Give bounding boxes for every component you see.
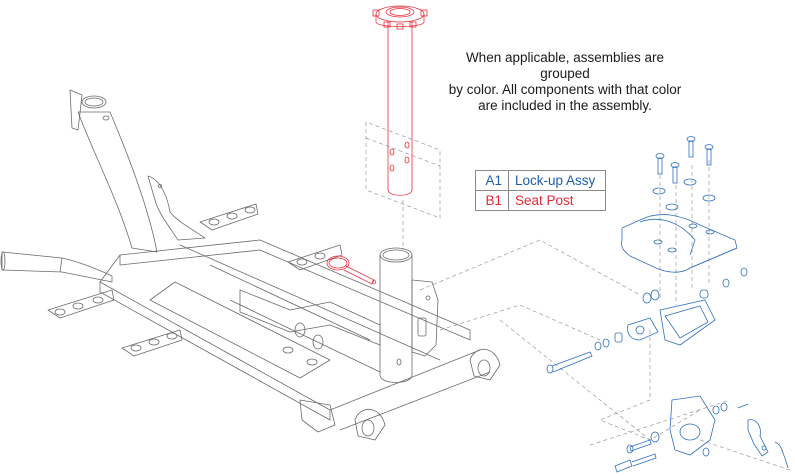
legend-row-seatpost: B1 Seat Post [475, 190, 606, 211]
lockup-screws [655, 136, 714, 184]
lockup-cover [621, 214, 738, 273]
lockup-latch-housing [669, 395, 716, 456]
seat-post-pin [326, 255, 376, 285]
legend-code: A1 [475, 170, 509, 191]
frame-bracket-1 [47, 289, 115, 319]
frame-front-column [77, 111, 158, 253]
frame-bracket-4 [287, 244, 343, 271]
frame-left-tube [1, 251, 113, 283]
legend-code: B1 [475, 190, 509, 211]
frame-rail-left [99, 281, 331, 421]
note-line: When applicable, assemblies are grouped [465, 50, 665, 81]
frame-column-top [81, 95, 107, 109]
frame-bracket-3 [121, 329, 183, 357]
lockup-washers [652, 178, 716, 211]
lockup-frame [659, 299, 716, 346]
receiver-tube [379, 255, 413, 383]
seat-post-assembly [326, 5, 428, 285]
frame-rear-foot-1 [299, 399, 336, 433]
lock-up-assembly [546, 136, 789, 473]
frame-rear-foot-2 [469, 348, 501, 381]
assembly-legend-table: A1 Lock-up Assy B1 Seat Post [475, 170, 606, 211]
legend-label: Lock-up Assy [508, 170, 606, 191]
legend-row-lockup: A1 Lock-up Assy [475, 170, 606, 191]
note-line: are included in the assembly. [478, 98, 652, 113]
note-line: by color. All components with that color [448, 82, 682, 97]
color-grouping-note: When applicable, assemblies are grouped … [440, 50, 690, 114]
lockup-hook [747, 419, 769, 457]
assembly-guide-lines [365, 121, 791, 471]
seat-post-tube [387, 22, 413, 196]
legend-label: Seat Post [508, 190, 606, 211]
frame-rail-back [119, 239, 471, 341]
lockup-bolt [546, 351, 593, 374]
frame-bracket-2 [199, 203, 259, 231]
base-frame [0, 89, 501, 441]
